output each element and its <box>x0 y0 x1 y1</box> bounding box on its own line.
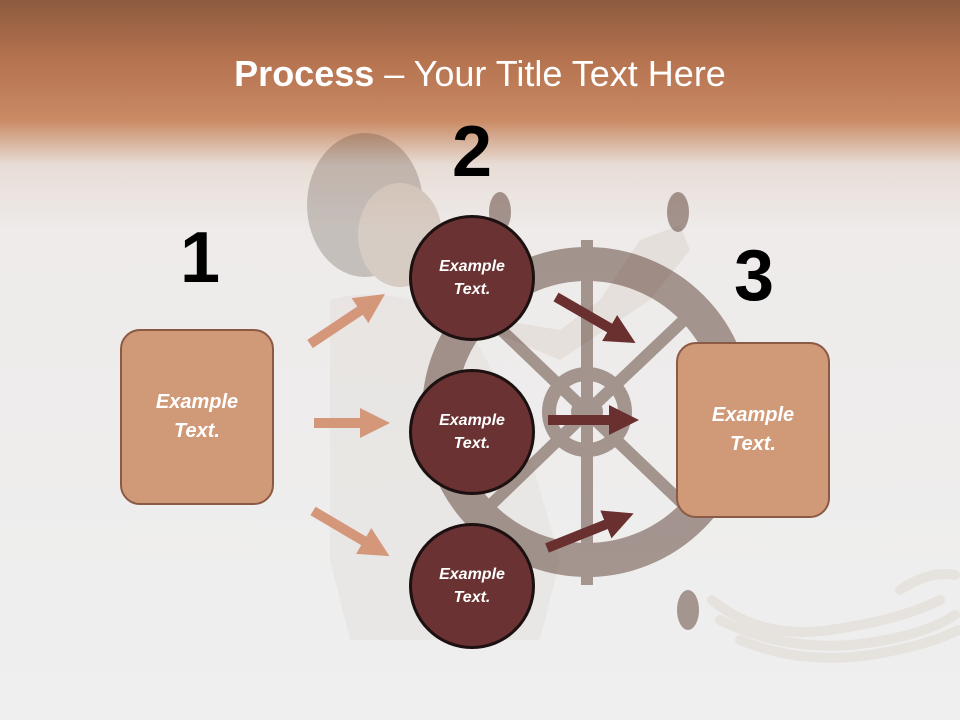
step-number-1: 1 <box>179 218 221 298</box>
title-bold: Process <box>234 53 375 94</box>
step-3-text: Example Text. <box>711 404 795 455</box>
step-2-circle-top: Example Text. <box>409 215 535 341</box>
arrow-left-bottom <box>310 506 390 557</box>
circle-middle-text: Example Text. <box>439 412 505 452</box>
step-2-circle-bottom: Example Text. <box>409 523 535 649</box>
step-2-circle-middle: Example Text. <box>409 369 535 495</box>
circle-top-text: Example Text. <box>439 258 505 298</box>
arrow-right-top <box>553 292 636 344</box>
step-3-box: Example Text. <box>676 342 830 518</box>
arrow-left-top <box>307 294 385 349</box>
step-1-text: Example Text. <box>155 391 239 442</box>
step-number-3: 3 <box>733 236 775 316</box>
arrow-right-bottom <box>545 510 634 553</box>
step-1-box: Example Text. <box>120 329 274 505</box>
slide-title: Process – Your Title Text Here <box>0 52 960 96</box>
step-number-2: 2 <box>451 112 493 192</box>
title-rest: – Your Title Text Here <box>374 53 726 94</box>
circle-bottom-text: Example Text. <box>439 566 505 606</box>
